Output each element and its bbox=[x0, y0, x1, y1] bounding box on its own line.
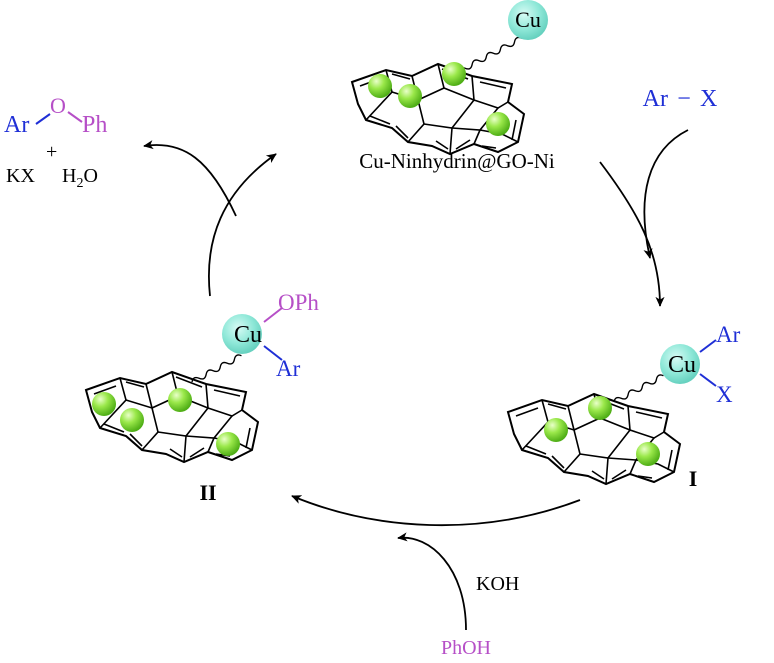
copper-atom-icon bbox=[222, 314, 262, 354]
nickel-particle-icon bbox=[636, 442, 660, 466]
nickel-particle-icon bbox=[168, 388, 192, 412]
nickel-particle-icon bbox=[216, 432, 240, 456]
reagent-aryl: Ar bbox=[643, 86, 668, 112]
product-block: Ar O Ph + KX H2O bbox=[4, 93, 107, 191]
int1-bond-bottom bbox=[699, 373, 717, 387]
curved-arrow-icon bbox=[643, 129, 689, 259]
base-label: KOH bbox=[476, 573, 519, 595]
int2-ligand-oph: OPh bbox=[278, 290, 319, 315]
int1-bond-top bbox=[699, 339, 717, 353]
curved-arrow-icon bbox=[143, 140, 237, 217]
catalyst-structure: Cu Cu-Ninhydrin@GO-Ni bbox=[351, 0, 555, 173]
wavy-bond bbox=[613, 374, 664, 403]
product-aryl: Ar bbox=[4, 112, 29, 138]
product-plus: + bbox=[46, 141, 57, 163]
curved-arrow-icon bbox=[208, 153, 277, 297]
int1-ligand-ar: Ar bbox=[716, 322, 741, 347]
nickel-particle-icon bbox=[398, 84, 422, 108]
byproduct-salt: KX bbox=[6, 165, 35, 187]
catalyst-name: Cu-Ninhydrin@GO-Ni bbox=[359, 149, 555, 173]
product-bond-2 bbox=[67, 111, 83, 123]
catalyst-cu-label: Cu bbox=[515, 7, 541, 32]
nickel-particle-icon bbox=[544, 418, 568, 442]
int2-cu-label: Cu bbox=[234, 322, 262, 348]
curved-arrow-icon bbox=[291, 495, 581, 527]
copper-atom-icon bbox=[660, 344, 700, 384]
int2-ligand-ar: Ar bbox=[276, 356, 301, 381]
nickel-particle-icon bbox=[588, 396, 612, 420]
reagent-halide: X bbox=[700, 86, 717, 112]
curved-arrow-icon bbox=[397, 532, 467, 631]
int1-label: I bbox=[689, 466, 698, 491]
product-oxygen: O bbox=[50, 93, 66, 118]
nickel-particle-icon bbox=[486, 112, 510, 136]
product-phenyl: Ph bbox=[82, 112, 107, 138]
byproduct-water: H2O bbox=[62, 165, 98, 191]
nickel-particle-icon bbox=[368, 74, 392, 98]
cycle-arrows bbox=[143, 129, 689, 631]
product-bond-1 bbox=[35, 113, 51, 125]
phenol-label: PhOH bbox=[441, 637, 491, 659]
nickel-particle-icon bbox=[442, 62, 466, 86]
nickel-particle-icon bbox=[92, 392, 116, 416]
aryl-halide-reagent: Ar − X bbox=[643, 86, 718, 112]
intermediate-2-structure: Cu OPh Ar II bbox=[85, 290, 319, 505]
copper-atom-icon bbox=[508, 0, 548, 40]
curved-arrow-icon bbox=[599, 161, 665, 307]
int1-ligand-x: X bbox=[716, 382, 733, 407]
int1-cu-label: Cu bbox=[668, 352, 696, 378]
nickel-particle-icon bbox=[120, 408, 144, 432]
int2-bond-top bbox=[263, 307, 283, 323]
reagent-dash: − bbox=[677, 86, 691, 112]
intermediate-1-structure: Cu Ar X I bbox=[507, 322, 741, 491]
wavy-bond bbox=[191, 354, 242, 383]
wavy-bond bbox=[457, 36, 522, 73]
int2-bond-bottom bbox=[263, 345, 283, 361]
int2-label: II bbox=[199, 480, 216, 505]
